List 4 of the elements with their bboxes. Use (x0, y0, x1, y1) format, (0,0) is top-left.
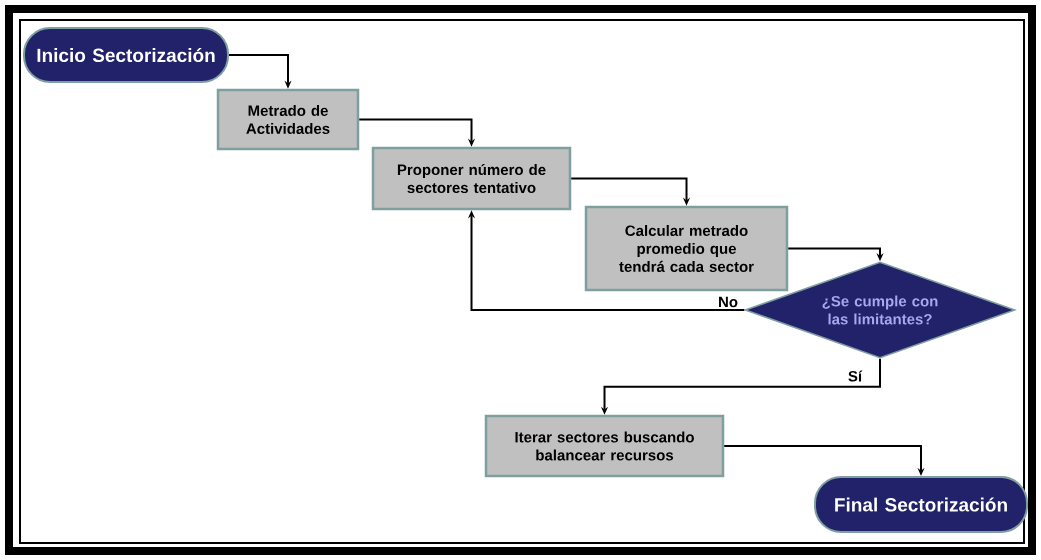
process-box: Metrado de Actividades (216, 88, 360, 151)
process-box: Calcular metrado promedio que tendrá cada sector (584, 205, 789, 292)
process-box: Iterar sectores buscando balancear recursos (484, 414, 725, 478)
process-box: Proponer número de sectores tentativo (371, 146, 572, 211)
